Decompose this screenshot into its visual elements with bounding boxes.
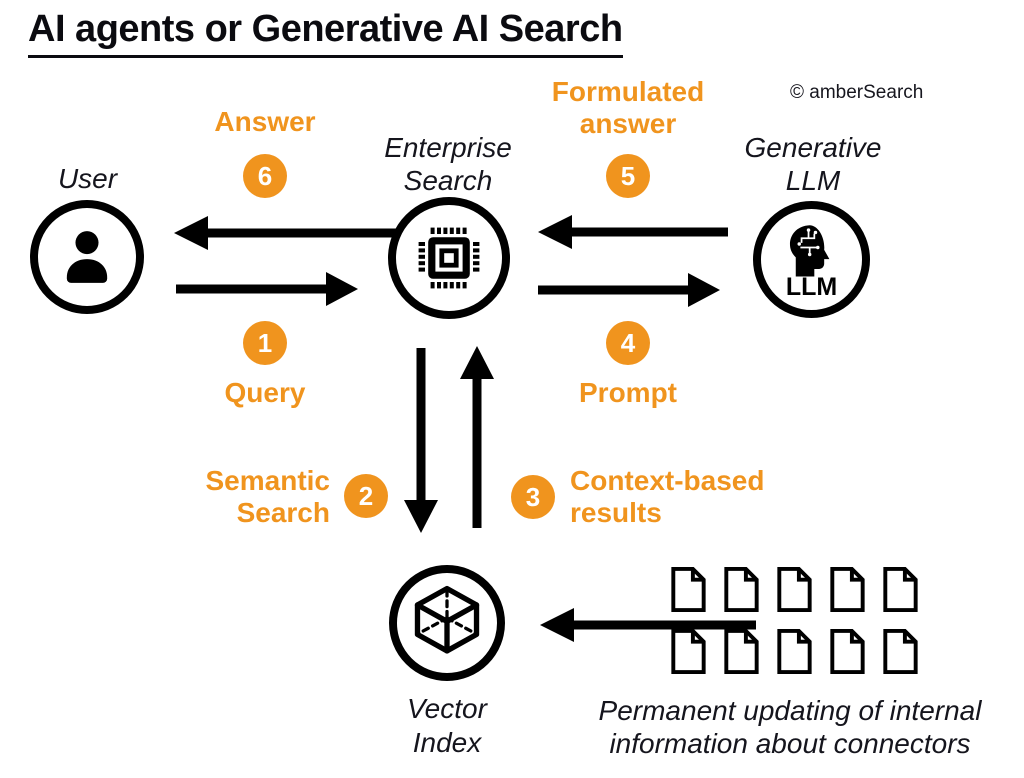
document-icon xyxy=(830,628,865,675)
semantic-search-label: Semantic Search xyxy=(205,465,331,528)
document-icon xyxy=(724,628,759,675)
documents-group xyxy=(666,566,922,675)
step-number: 5 xyxy=(620,160,636,191)
answer-arrow xyxy=(174,216,396,250)
step-number: 4 xyxy=(620,327,636,358)
step-number: 3 xyxy=(525,481,541,512)
query-label: Query xyxy=(224,377,306,408)
answer-label: Answer xyxy=(214,106,316,137)
prompt-arrow xyxy=(538,273,720,307)
document-icon xyxy=(777,628,812,675)
generative-llm-node: LLM xyxy=(753,201,870,318)
user-node xyxy=(30,200,144,314)
document-icon xyxy=(883,628,918,675)
step-number: 1 xyxy=(257,327,273,358)
page-title: AI agents or Generative AI Search xyxy=(28,8,623,58)
documents-row xyxy=(666,566,922,613)
step-badge-2: 2 xyxy=(344,474,388,518)
llm-icon-wrap: LLM xyxy=(783,224,841,301)
step-number: 6 xyxy=(257,160,273,191)
vector-index-node xyxy=(389,565,505,681)
formulated-answer-label: Formulated answer xyxy=(551,76,705,139)
user-icon xyxy=(66,231,108,283)
cube-icon xyxy=(414,585,480,654)
query-arrow xyxy=(176,272,358,306)
llm-head-icon xyxy=(789,224,829,277)
enterprise-search-label: Enterprise Search xyxy=(384,132,512,196)
user-label: User xyxy=(57,163,118,194)
chip-icon xyxy=(418,227,480,289)
document-icon xyxy=(777,566,812,613)
document-icon xyxy=(724,566,759,613)
documents-caption: Permanent updating of internal informati… xyxy=(598,695,982,759)
step-badge-5: 5 xyxy=(606,154,650,198)
step-badge-3: 3 xyxy=(511,475,555,519)
enterprise-search-node xyxy=(388,197,510,319)
document-icon xyxy=(671,566,706,613)
step-badge-1: 1 xyxy=(243,321,287,365)
llm-caption: LLM xyxy=(785,272,838,301)
context-results-arrow xyxy=(460,346,494,528)
documents-row xyxy=(666,628,922,675)
vector-index-label: Vector Index xyxy=(407,693,487,758)
document-icon xyxy=(830,566,865,613)
formulated-answer-arrow xyxy=(538,215,728,249)
document-icon xyxy=(883,566,918,613)
copyright-note: © amberSearch xyxy=(790,82,924,103)
step-badge-4: 4 xyxy=(606,321,650,365)
semantic-search-arrow xyxy=(404,348,438,533)
step-badge-6: 6 xyxy=(243,154,287,198)
generative-llm-label: Generative LLM xyxy=(744,132,882,196)
document-icon xyxy=(671,628,706,675)
prompt-label: Prompt xyxy=(579,377,677,408)
step-number: 2 xyxy=(358,480,374,511)
context-results-label: Context-based results xyxy=(570,465,765,528)
